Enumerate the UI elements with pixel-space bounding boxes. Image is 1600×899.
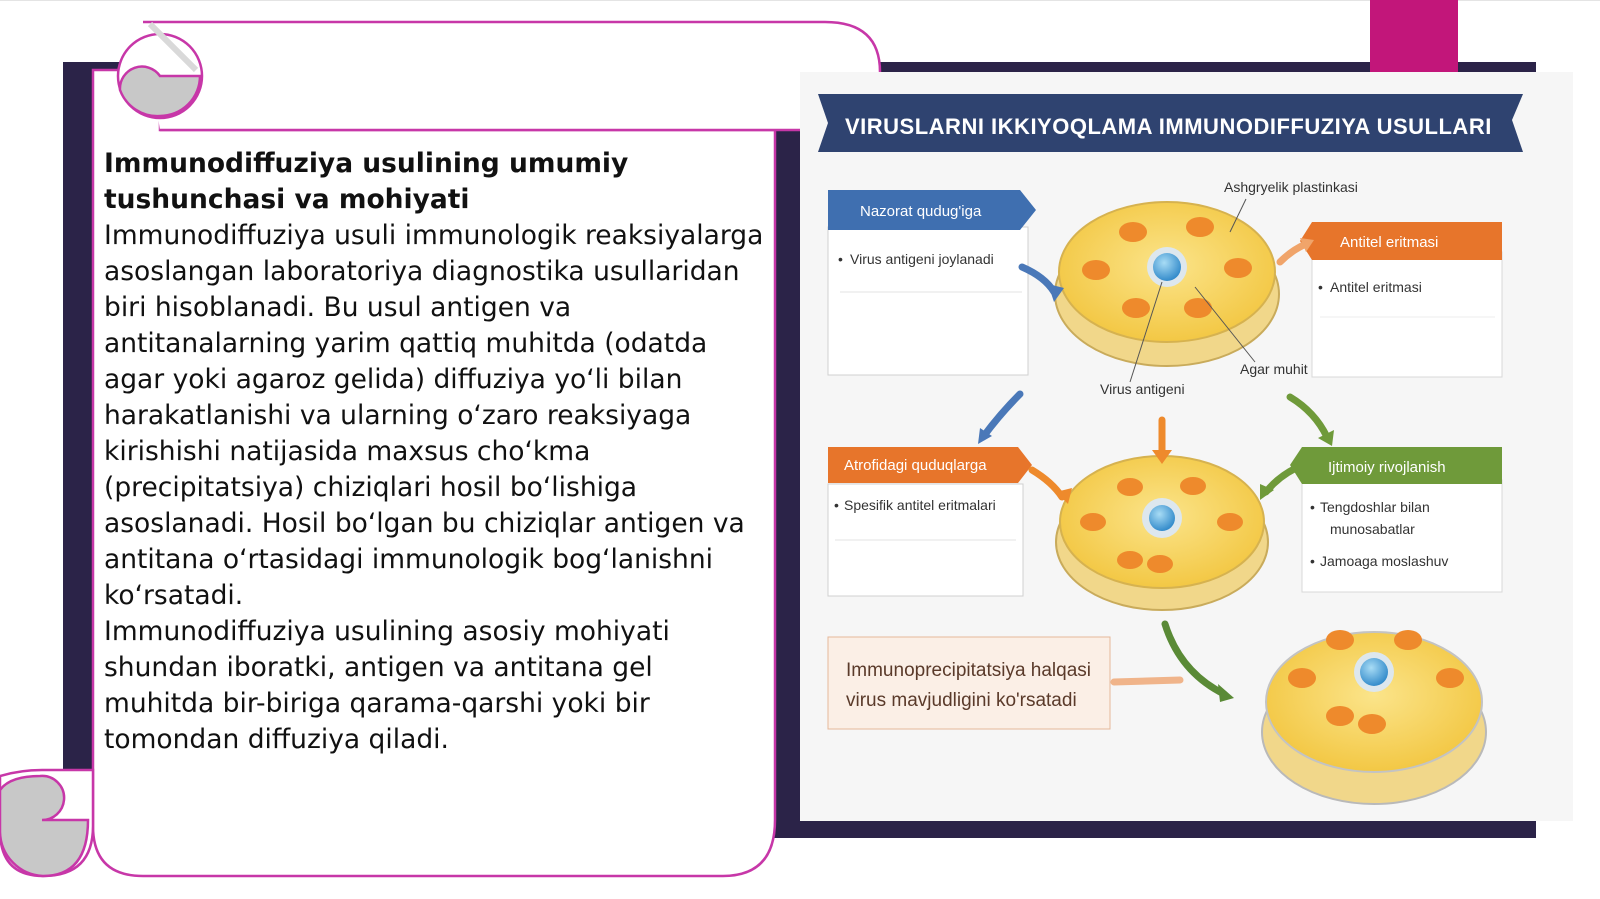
label-antibody-solution xyxy=(1300,222,1502,260)
infographic-title: VIRUSLARNI IKKIYOQLAMA IMMUNODIFFUZIYA U… xyxy=(845,114,1492,139)
slide-paragraph-1: Immunodiffuziya usuli immunologik reaksi… xyxy=(104,220,764,611)
svg-text:•: • xyxy=(1310,499,1315,515)
label-control-well xyxy=(828,190,1036,230)
box-result xyxy=(827,636,1111,730)
label-control-well-text: Nazorat qudug'iga xyxy=(860,203,982,220)
label-antibody-solution-text: Antitel eritmasi xyxy=(1340,234,1438,251)
box-surrounding-wells-item: Spesifik antitel eritmalari xyxy=(844,497,996,513)
top-rule xyxy=(0,0,1600,1)
slide-text: Immunodiffuziya usulining umumiy tushunc… xyxy=(104,146,768,758)
label-social-development xyxy=(1290,447,1502,484)
immunodiffusion-infographic: VIRUSLARNI IKKIYOQLAMA IMMUNODIFFUZIYA U… xyxy=(800,72,1573,821)
svg-text:•: • xyxy=(1310,553,1315,569)
box-social-development-item-1b: munosabatlar xyxy=(1330,521,1415,537)
accent-tab xyxy=(1370,0,1458,72)
result-line-2: virus mavjudligini ko'rsatadi xyxy=(846,690,1077,711)
slide-paragraph-2: Immunodiffuziya usulining asosiy mohiyat… xyxy=(104,616,670,755)
box-social-development xyxy=(1301,479,1503,593)
box-control-well-item: Virus antigeni joylanadi xyxy=(850,251,994,267)
box-social-development-item-1a: Tengdoshlar bilan xyxy=(1320,499,1430,515)
arrow-heads xyxy=(978,238,1334,702)
box-antibody-solution-item: Antitel eritmasi xyxy=(1330,279,1422,295)
petri-dish-2 xyxy=(1055,455,1269,611)
result-line-1: Immunoprecipitatsiya halqasi xyxy=(846,660,1091,681)
svg-text:•: • xyxy=(1318,279,1323,295)
box-social-development-item-2: Jamoaga moslashuv xyxy=(1320,553,1448,569)
slide-heading: Immunodiffuziya usulining umumiy tushunc… xyxy=(104,148,629,215)
svg-text:•: • xyxy=(834,497,839,513)
box-antibody-solution xyxy=(1311,251,1503,378)
box-control-well xyxy=(827,226,1029,376)
annotation-antigen: Virus antigeni xyxy=(1100,381,1185,397)
petri-dish-3 xyxy=(1261,630,1487,805)
petri-dish-1 xyxy=(1054,201,1280,367)
svg-text:•: • xyxy=(838,251,843,267)
annotation-plate: Ashgryelik plastinkasi xyxy=(1224,179,1358,195)
label-surrounding-wells xyxy=(828,447,1032,483)
label-surrounding-wells-text: Atrofidagi quduqlarga xyxy=(844,457,987,474)
title-banner xyxy=(818,94,1523,152)
annotation-agar: Agar muhit xyxy=(1240,361,1308,377)
label-social-development-text: Ijtimoiy rivojlanish xyxy=(1328,459,1446,476)
